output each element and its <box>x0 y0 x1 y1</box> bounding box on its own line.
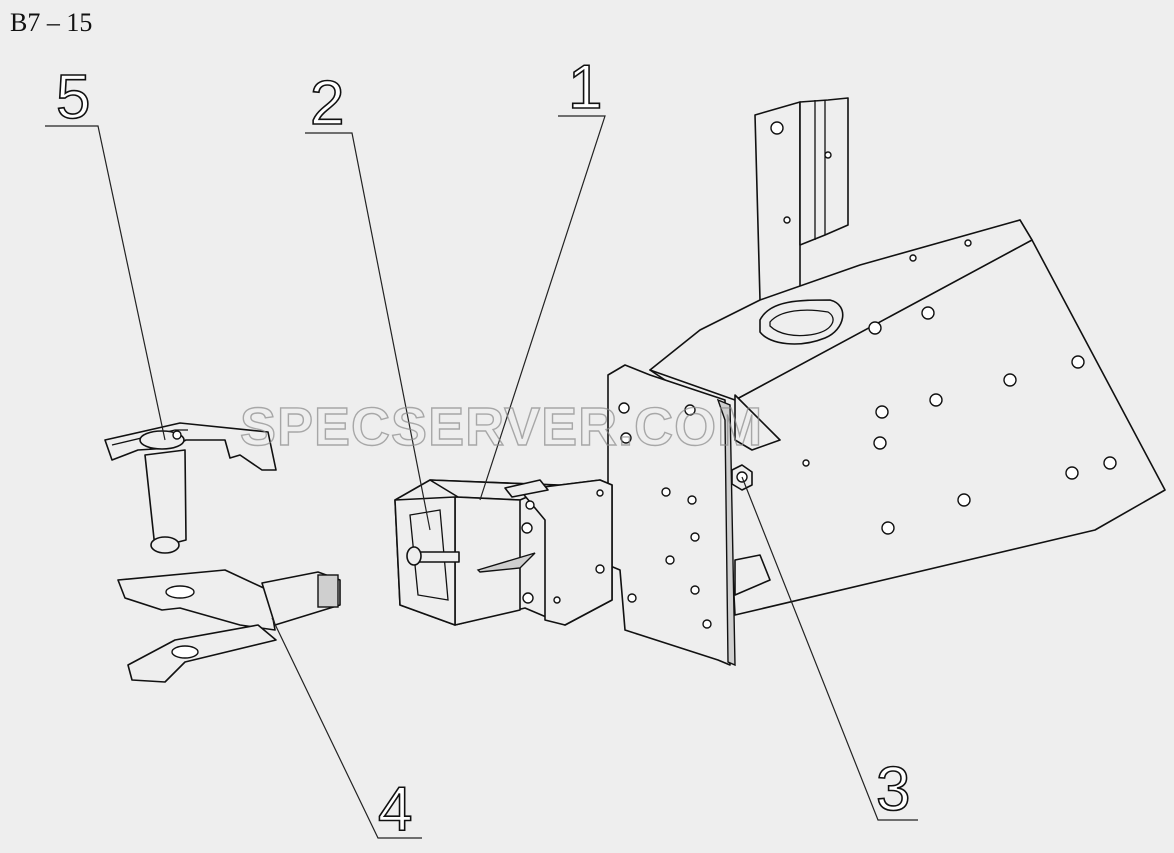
callout-3: 3 <box>876 755 910 824</box>
hook-pin-part-5 <box>104 422 277 554</box>
leader-lines <box>45 115 918 839</box>
clevis-fork-part-4 <box>117 569 341 683</box>
callout-4: 4 <box>378 775 412 844</box>
watermark-text: SPECSERVER.COM <box>240 397 763 457</box>
frame-bracket-assembly <box>607 97 1166 667</box>
callout-1: 1 <box>568 53 602 122</box>
callout-5: 5 <box>56 63 90 132</box>
callout-2: 2 <box>310 69 344 138</box>
latch-housing-part-1 <box>394 479 613 626</box>
page-title: B7 – 15 <box>10 8 93 37</box>
